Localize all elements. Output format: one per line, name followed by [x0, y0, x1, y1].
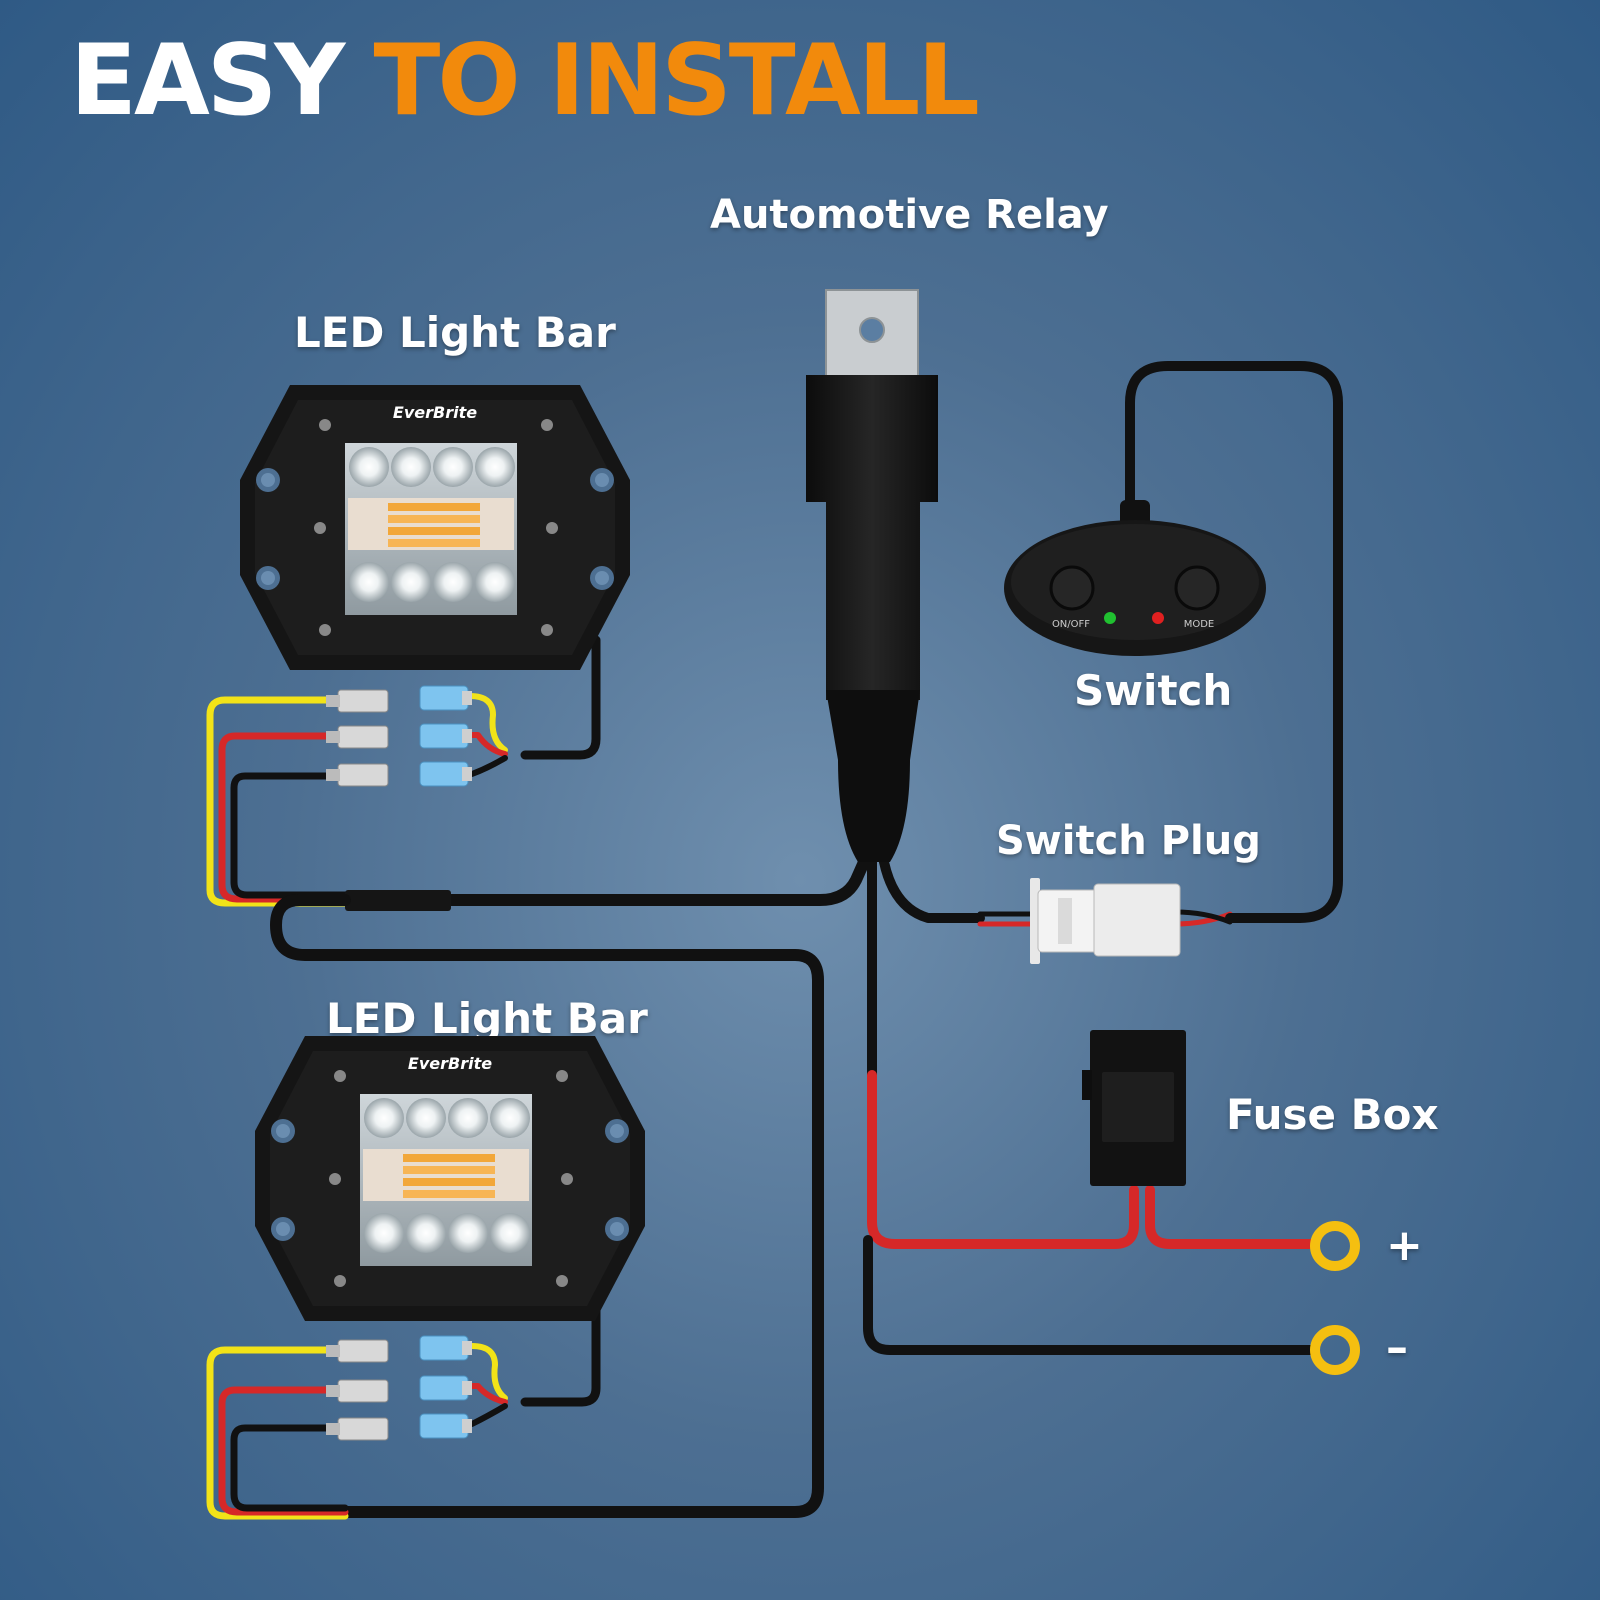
wire-top-black-to-bar [520, 635, 601, 760]
relay-body [806, 375, 938, 700]
wire-top-left-black [230, 772, 349, 899]
terminals [1310, 1221, 1360, 1375]
fuse-box-label: Fuse Box [1226, 1090, 1439, 1139]
wire-bottom-red [437, 1383, 508, 1405]
wire-bottom-black-short [437, 1403, 508, 1427]
switch-label: Switch [1074, 666, 1233, 715]
negative-ring-terminal [1310, 1325, 1360, 1375]
female-connector-yellow-bottom [419, 1335, 472, 1361]
wire-top-black-short [437, 755, 508, 777]
spade-connectors-bottom [326, 1335, 472, 1441]
wire-relay-to-plug [879, 857, 985, 923]
wire-top-trunk [339, 856, 870, 906]
wire-bottom-left-yellow [206, 1346, 349, 1520]
wire-bottom-left-red [218, 1386, 349, 1516]
brand-logo-bottom: EverBrite [408, 1054, 492, 1073]
on-off-button-label: ON/OFF [1052, 619, 1090, 630]
wires [206, 361, 1343, 1520]
automotive-relay [806, 289, 938, 862]
led-light-bar-top: EverBrite [240, 385, 630, 670]
green-indicator-led [1104, 612, 1116, 624]
rocker-switch: ON/OFF MODE [1004, 500, 1266, 656]
wire-top-left-yellow [206, 696, 349, 907]
negative-terminal-label: – [1386, 1322, 1408, 1373]
female-connector-yellow-top [419, 685, 472, 711]
mode-button[interactable] [1174, 565, 1220, 611]
relay-socket-boot [826, 690, 920, 862]
relay-label: Automotive Relay [710, 192, 1109, 238]
female-connector-black-top [419, 761, 472, 787]
male-connector-black-top [326, 763, 389, 787]
on-off-button[interactable] [1049, 565, 1095, 611]
heatshrink-top [345, 890, 451, 911]
mode-button-label: MODE [1184, 619, 1215, 630]
female-connector-red-bottom [419, 1375, 472, 1401]
female-connector-black-bottom [419, 1413, 472, 1439]
spade-connectors-top [326, 685, 472, 787]
wire-fuse-to-positive [1145, 1185, 1320, 1249]
positive-ring-terminal [1310, 1221, 1360, 1271]
title-to-install: TO INSTALL [373, 24, 979, 138]
wire-bottom-left-black [230, 1424, 349, 1512]
male-connector-yellow-top [326, 689, 389, 713]
male-connector-yellow-bottom [326, 1339, 389, 1363]
light-bar-top-label: LED Light Bar [294, 308, 616, 357]
title-easy: EASY [70, 24, 345, 138]
led-light-bar-bottom: EverBrite [255, 1036, 645, 1321]
light-bar-bottom-label: LED Light Bar [326, 994, 648, 1043]
wire-switch-loop [1125, 361, 1343, 923]
male-connector-black-bottom [326, 1417, 389, 1441]
red-indicator-led [1152, 612, 1164, 624]
wire-top-left-red [218, 732, 349, 903]
brand-logo-top: EverBrite [393, 403, 477, 422]
switch-plug-connector [1030, 878, 1181, 964]
page-title: EASY TO INSTALL [70, 32, 980, 130]
switch-plug-label: Switch Plug [996, 818, 1261, 864]
male-connector-red-bottom [326, 1379, 389, 1403]
wire-ground-black [863, 1235, 1320, 1355]
wire-bottom-black-to-bar [520, 1295, 601, 1407]
wire-loop-to-bottom [270, 894, 824, 1518]
relay-tab-hole [859, 317, 885, 343]
wire-top-red [437, 732, 508, 757]
wire-power-red [867, 1070, 1139, 1249]
male-connector-red-top [326, 725, 389, 749]
wire-bottom-yellow [437, 1343, 508, 1401]
positive-terminal-label: + [1386, 1220, 1423, 1271]
female-connector-red-top [419, 723, 472, 749]
wire-top-yellow [437, 693, 508, 753]
fuse-box [1082, 1030, 1186, 1186]
